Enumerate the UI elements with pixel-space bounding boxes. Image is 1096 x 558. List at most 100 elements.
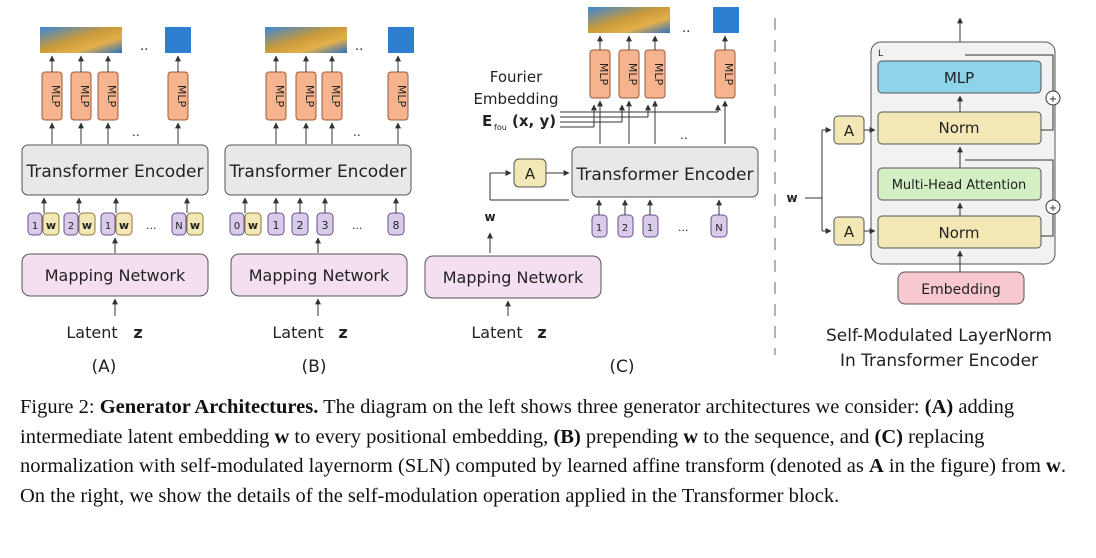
token: 1 — [32, 221, 38, 232]
sln-mlp-box — [877, 60, 1042, 94]
caption-tag-c: (C) — [874, 425, 903, 448]
token: 2 — [622, 223, 628, 234]
caption-w: w — [274, 425, 290, 448]
sln-detail: L MLP Norm Multi-Head Attention Norm Emb… — [786, 17, 1061, 371]
latent-var-a: z — [133, 323, 142, 342]
w-token: w — [190, 219, 200, 232]
mlp-label: MLP — [597, 63, 610, 86]
add-node-top — [1045, 90, 1061, 106]
add-symbol: + — [1049, 94, 1057, 105]
caption-tag-a: (A) — [924, 396, 954, 418]
w-token: w — [119, 219, 129, 232]
caption-w: w — [683, 425, 699, 448]
mlp-label: MLP — [395, 85, 408, 108]
latent-label-a: Latent — [66, 323, 117, 342]
mapping-network-a — [21, 253, 209, 297]
panel-c: .. MLP MLP MLP MLP .. Fourier Embedding … — [424, 7, 759, 377]
diagram-area: .. MLP MLP MLP MLP .. Transformer Encode… — [21, 7, 1061, 377]
figure-caption: Figure 2: Generator Architectures. The d… — [20, 393, 1082, 511]
fourier-label-line3: E — [482, 112, 492, 130]
affine-label-c: A — [525, 165, 536, 183]
token-ellipsis-b: ... — [352, 219, 363, 232]
sln-mlp-label: MLP — [944, 69, 974, 87]
caption-text: replacing normalization with self-modula… — [20, 425, 985, 478]
sln-attention-box — [877, 167, 1042, 201]
caption-text: to every positional embedding, — [294, 425, 549, 448]
transformer-block-frame — [870, 41, 1056, 265]
mlp-label: MLP — [626, 63, 639, 86]
mlp-label: MLP — [722, 63, 735, 86]
w-label-c: w — [484, 210, 495, 224]
caption-text: adding intermediate latent embedding — [20, 396, 1015, 448]
sln-affine-bottom-label: A — [844, 223, 855, 241]
caption-title: Generator Architectures. — [99, 396, 319, 418]
token-ellipsis-c: ... — [678, 221, 689, 234]
caption-figure-label: Figure 2: — [20, 396, 95, 418]
caption-tag-b: (B) — [553, 425, 581, 448]
sln-title-line2: In Transformer Encoder — [840, 351, 1038, 371]
mlp-label: MLP — [49, 85, 62, 108]
token: 3 — [322, 219, 329, 232]
token: 0 — [234, 221, 240, 232]
sln-norm-bottom-label: Norm — [939, 224, 980, 242]
token: N — [175, 221, 182, 232]
mlp-label: MLP — [175, 85, 188, 108]
sln-norm-bottom — [877, 215, 1042, 249]
sln-embedding-label: Embedding — [921, 282, 1000, 298]
sln-affine-top-label: A — [844, 122, 855, 140]
sln-title-line1: Self-Modulated LayerNorm — [826, 326, 1052, 346]
panel-label-c: (C) — [609, 357, 634, 377]
caption-text: The diagram on the left shows three gene… — [323, 396, 920, 418]
fourier-args: (x, y) — [512, 112, 556, 130]
mapping-label-a: Mapping Network — [45, 266, 186, 285]
token: 2 — [297, 219, 304, 232]
token: 8 — [393, 219, 400, 232]
fourier-label-line1: Fourier — [490, 68, 543, 86]
transformer-encoder-c — [571, 146, 759, 198]
encoder-label-a: Transformer Encoder — [26, 162, 204, 182]
mlp-label: MLP — [273, 85, 286, 108]
encoder-label-b: Transformer Encoder — [229, 162, 407, 182]
w-token: w — [248, 219, 258, 232]
add-node-bottom — [1045, 199, 1061, 215]
token-ellipsis-a: ... — [146, 219, 157, 232]
generated-patch-c — [713, 7, 739, 33]
caption-a-symbol: A — [868, 455, 884, 477]
mlp-label: MLP — [78, 85, 91, 108]
token: 1 — [647, 223, 653, 234]
caption-text: prepending — [585, 425, 679, 448]
image-ellipsis-c: .. — [682, 21, 690, 36]
caption-text: in the figure) from — [888, 455, 1041, 477]
token-sequence-b: 0 w 1 2 3 ... 8 — [229, 212, 405, 236]
panel-label-b: (B) — [302, 357, 327, 377]
mapping-label-b: Mapping Network — [249, 266, 390, 285]
mapping-label-c: Mapping Network — [443, 268, 584, 287]
panel-label-a: (A) — [92, 357, 117, 377]
mlp-label: MLP — [105, 85, 118, 108]
image-ellipsis-a: .. — [140, 39, 148, 54]
caption-w: w — [1046, 455, 1061, 477]
generated-patch-b — [388, 27, 414, 53]
fourier-subscript: fou — [494, 123, 507, 132]
mapping-network-c — [424, 255, 602, 299]
transformer-encoder-b — [224, 144, 412, 196]
token: 1 — [273, 219, 280, 232]
sln-norm-top-label: Norm — [939, 119, 980, 137]
generated-image-b — [265, 27, 347, 53]
token-sequence-a: 1 w 2 w 1 w ... N w — [27, 212, 204, 236]
caption-text: to the sequence, and — [703, 425, 870, 448]
generated-patch-a — [165, 27, 191, 53]
sln-embedding-box — [897, 271, 1025, 305]
token: 1 — [105, 221, 111, 232]
panel-a: .. MLP MLP MLP MLP .. Transformer Encode… — [21, 27, 209, 377]
encoder-label-c: Transformer Encoder — [576, 165, 754, 185]
mlp-label: MLP — [652, 63, 665, 86]
generated-image-c — [588, 7, 670, 33]
w-token: w — [46, 219, 56, 232]
w-token: w — [82, 219, 92, 232]
caption-text: . On the right, we show the details of t… — [20, 455, 1066, 507]
latent-var-b: z — [338, 323, 347, 342]
token-sequence-c: 1 2 1 ... N — [591, 214, 728, 238]
mlp-ellipsis-b: .. — [353, 125, 361, 139]
token: N — [715, 223, 722, 234]
